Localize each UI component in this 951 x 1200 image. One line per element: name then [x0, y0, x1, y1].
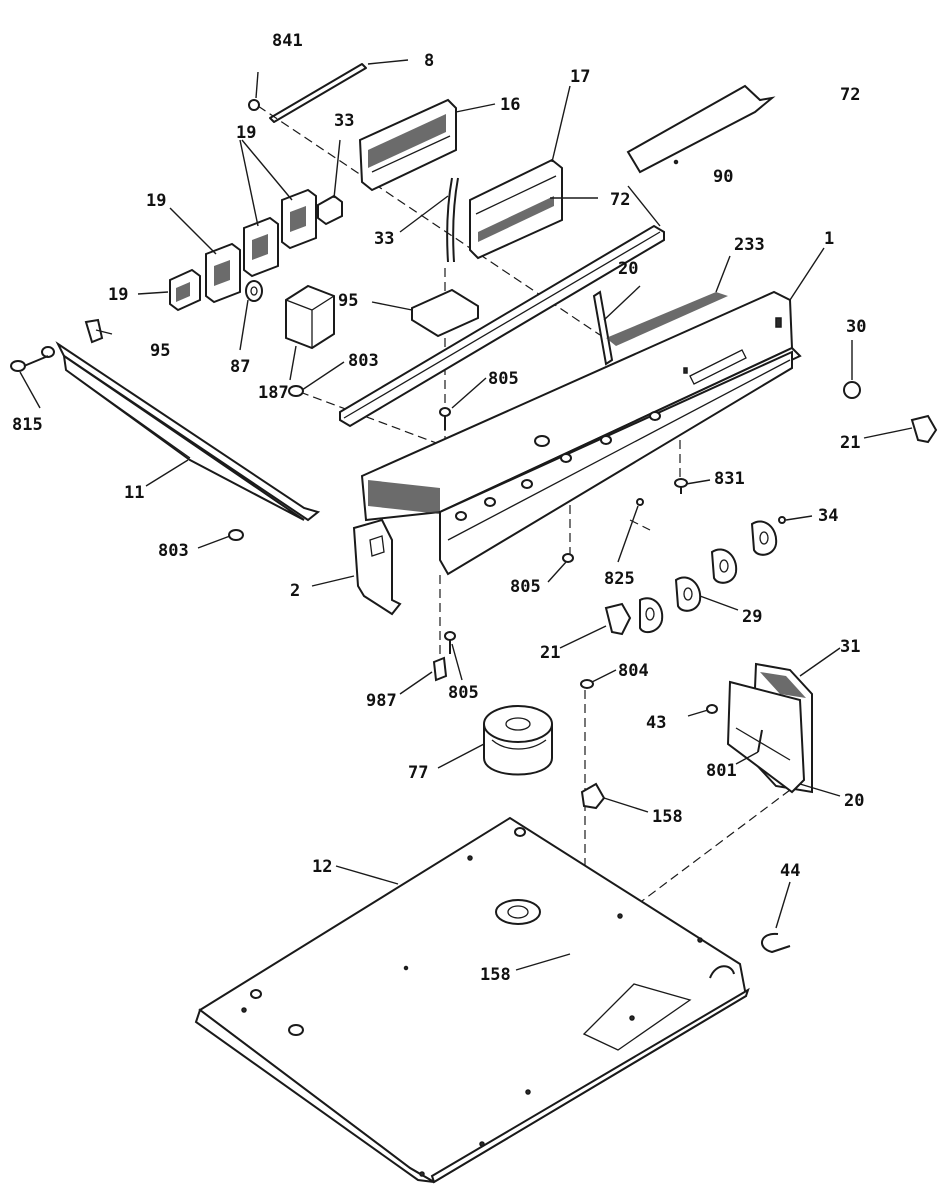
label-12: 12: [312, 857, 332, 877]
screws-805-831-825: [439, 407, 688, 654]
bracket-part-20-upper: [592, 290, 614, 366]
label-31: 31: [840, 637, 860, 657]
screw-part-803-lower: [228, 529, 244, 541]
label-16: 16: [500, 95, 520, 115]
label-87: 87: [230, 357, 250, 377]
label-831: 831: [714, 469, 745, 489]
screw-part-841: [248, 99, 260, 111]
label-72-top: 72: [840, 85, 860, 105]
label-34: 34: [818, 506, 838, 526]
label-803-lower: 803: [158, 541, 189, 561]
screw-part-804: [580, 679, 594, 689]
wire-part-33: [446, 177, 459, 263]
label-803-upper: 803: [348, 351, 379, 371]
label-17: 17: [570, 67, 590, 87]
relay-part-187: [285, 284, 335, 350]
clip-part-987: [432, 656, 448, 682]
label-805-lower: 805: [448, 683, 479, 703]
label-233: 233: [734, 235, 765, 255]
label-19-middle: 19: [146, 191, 166, 211]
label-187: 187: [258, 383, 289, 403]
knob-part-21-right: [910, 414, 938, 444]
label-805-middle: 805: [510, 577, 541, 597]
label-804: 804: [618, 661, 649, 681]
part-34: [778, 516, 786, 524]
label-30: 30: [846, 317, 866, 337]
label-19-left: 19: [108, 285, 128, 305]
label-841: 841: [272, 31, 303, 51]
label-90: 90: [713, 167, 733, 187]
end-bracket-part-2: [352, 518, 402, 616]
label-33-upper: 33: [334, 111, 354, 131]
label-19-top: 19: [236, 123, 256, 143]
label-158-lower: 158: [480, 965, 511, 985]
label-44: 44: [780, 861, 800, 881]
label-95-bracket: 95: [338, 291, 358, 311]
cover-plate-part-72: [626, 84, 776, 174]
rod-part-8: [248, 63, 367, 123]
plate-part-20-lower: [706, 680, 806, 794]
label-8: 8: [424, 51, 434, 71]
label-21-right: 21: [840, 433, 860, 453]
control-panel-part-1: [360, 290, 802, 576]
screw-part-815: [10, 360, 26, 372]
label-21-lower: 21: [540, 643, 560, 663]
label-72-panel: 72: [610, 190, 630, 210]
rail-part-90: [339, 224, 665, 428]
label-leader-lines: [19, 59, 913, 971]
label-1: 1: [824, 229, 834, 249]
rail-part-11: [10, 318, 321, 541]
label-158-upper: 158: [652, 807, 683, 827]
panel-part-17: [469, 158, 563, 260]
label-43: 43: [646, 713, 666, 733]
label-801: 801: [706, 761, 737, 781]
label-2: 2: [290, 581, 300, 601]
control-board-part-16: [358, 98, 457, 192]
label-29: 29: [742, 607, 762, 627]
grommet-part-87: [245, 280, 263, 302]
bracket-part-95: [411, 288, 479, 338]
label-95-rail: 95: [150, 341, 170, 361]
label-20-upper: 20: [618, 259, 638, 279]
label-815: 815: [12, 415, 43, 435]
label-11: 11: [124, 483, 144, 503]
clip-part-44: [761, 932, 791, 953]
label-20-lower: 20: [844, 791, 864, 811]
clip-part-158-upper: [580, 782, 606, 810]
label-33-lower: 33: [374, 229, 394, 249]
insulation-roll-part-77: [483, 705, 553, 776]
label-805-upper: 805: [488, 369, 519, 389]
part-number-labels: 841 8 16 17 72 72 33 33 19 19 19 90 233 …: [12, 31, 866, 985]
label-987: 987: [366, 691, 397, 711]
clip-part-33: [317, 194, 343, 226]
tab-part-95: [84, 318, 104, 344]
base-plate-part-12: [194, 816, 750, 1184]
label-825: 825: [604, 569, 635, 589]
switch-parts-19: [169, 188, 317, 312]
knob-part-30: [843, 381, 861, 399]
screw-part-803-upper: [288, 385, 304, 397]
knob-assembly-part-29: [604, 516, 786, 636]
label-77: 77: [408, 763, 428, 783]
